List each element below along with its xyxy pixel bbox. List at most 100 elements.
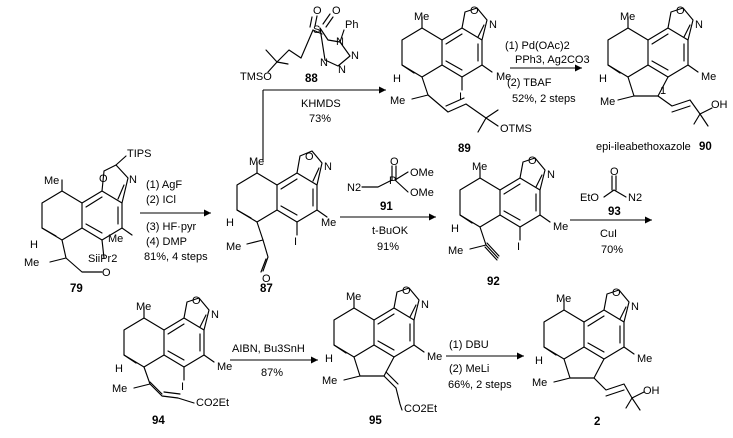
atom-s: S [313, 24, 320, 36]
reaction-arrow-2: KHMDS 73% [262, 86, 386, 160]
compound-id-94: 94 [152, 415, 165, 427]
compound-2: Me O N Me H Me OH 2 [532, 287, 660, 428]
atom-me-low: Me [112, 383, 127, 395]
r1-step-1: (1) AgF [146, 179, 182, 191]
atom-ome1: OMe [410, 167, 434, 179]
atom-me-ar: Me [701, 71, 716, 83]
atom-h: H [393, 73, 401, 85]
atom-i: I [294, 236, 297, 248]
atom-h: H [599, 73, 607, 85]
atom-n2: N2 [628, 192, 642, 204]
atom-me-ar: Me [496, 71, 511, 83]
atom-h: H [115, 363, 123, 375]
r4-yield: 91% [377, 241, 399, 253]
reaction-arrow-6: AIBN, Bu3SnH 87% [230, 343, 318, 379]
atom-ph: Ph [345, 19, 358, 31]
atom-n3: N [338, 64, 346, 76]
atom-i: I [459, 91, 462, 103]
atom-me-low: Me [390, 95, 405, 107]
r2-yield: 73% [309, 113, 331, 125]
r1-step-2: (2) ICl [146, 194, 176, 206]
compound-93: EtO O N2 93 [580, 166, 642, 218]
compound-id-95: 95 [369, 415, 382, 427]
atom-co2et: CO2Et [196, 397, 229, 409]
atom-me-ar: Me [217, 361, 232, 373]
r7-step-2: (2) MeLi [449, 363, 489, 375]
atom-oh: OH [711, 99, 728, 111]
r3-step-3: (2) TBAF [507, 77, 552, 89]
compound-79: TIPS Me O N Me H Me SiiPr2 O 79 [24, 148, 151, 295]
atom-p: P [389, 175, 396, 187]
atom-h: H [226, 217, 234, 229]
atom-o: O [528, 155, 537, 167]
compound-92: Me O N Me I H Me 92 [448, 155, 568, 288]
atom-me-top: Me [556, 293, 571, 305]
atom-h: H [325, 353, 333, 365]
atom-me-ar: Me [637, 353, 652, 365]
atom-n2: N2 [347, 182, 361, 194]
atom-n: N [324, 161, 332, 173]
atom-o2: O [332, 5, 341, 17]
r3-step-2: PPh3, Ag2CO3 [515, 54, 590, 66]
atom-ome2: OMe [410, 187, 434, 199]
atom-me-ar: Me [553, 221, 568, 233]
atom-me-low: Me [532, 377, 547, 389]
compound-id-88: 88 [305, 73, 318, 85]
atom-me-top: Me [620, 11, 635, 23]
r5-reagent: CuI [600, 228, 617, 240]
atom-i: I [181, 381, 184, 393]
r7-step-1: (1) DBU [449, 339, 489, 351]
atom-i: I [517, 241, 520, 253]
compound-95: Me O N Me H Me CO2Et 95 [322, 285, 442, 427]
compound-88: S O O Ph N N N N TMSO 88 [240, 5, 359, 85]
atom-h: H [30, 239, 38, 251]
atom-me-top: Me [346, 291, 361, 303]
compound-87: Me O N Me I H Me O 87 [226, 150, 336, 295]
r1-yield: 81%, 4 steps [144, 251, 208, 263]
compound-90: Me O N Me H Me 1 OH epi-ileabethoxazole … [596, 5, 728, 153]
atom-o-ald: O [262, 273, 271, 285]
reaction-arrow-1: (1) AgF (2) ICl (3) HF·pyr (4) DMP 81%, … [140, 179, 211, 263]
compound-id-90: 90 [699, 141, 712, 153]
atom-si: SiiPr2 [88, 253, 117, 265]
atom-co2et: CO2Et [404, 403, 437, 415]
atom-me-top: Me [136, 301, 151, 313]
atom-tips: TIPS [127, 148, 151, 160]
atom-o: O [470, 5, 479, 17]
reaction-arrow-5: CuI 70% [570, 216, 652, 256]
atom-n: N [489, 19, 497, 31]
compound-id-91: 91 [380, 201, 393, 213]
atom-me-low: Me [226, 241, 241, 253]
atom-otms: OTMS [500, 123, 532, 135]
reaction-arrow-4: t-BuOK 91% [340, 213, 436, 253]
atom-h: H [535, 355, 543, 367]
compound-94: Me O N Me I H Me CO2Et 94 [112, 295, 232, 427]
atom-me-low: Me [600, 96, 615, 108]
compound-id-93: 93 [608, 206, 621, 218]
atom-me-top: Me [414, 11, 429, 23]
atom-o: O [612, 287, 621, 299]
atom-tmso: TMSO [240, 71, 272, 83]
compound-id-2: 2 [594, 416, 600, 428]
atom-me-top: Me [44, 175, 59, 187]
atom-n4: N [320, 57, 328, 69]
atom-num-1: 1 [660, 85, 666, 97]
atom-me-ar: Me [427, 351, 442, 363]
compound-id-79: 79 [70, 283, 83, 295]
atom-me-low: Me [448, 245, 463, 257]
r4-reagent: t-BuOK [372, 225, 409, 237]
atom-o: O [390, 156, 399, 168]
atom-oh: OH [643, 385, 660, 397]
r6-reagent: AIBN, Bu3SnH [232, 343, 305, 355]
atom-eto: EtO [580, 192, 599, 204]
atom-o: O [610, 166, 619, 178]
r5-yield: 70% [601, 244, 623, 256]
atom-o: O [99, 173, 108, 185]
atom-n1: N [336, 36, 344, 48]
atom-o: O [305, 151, 314, 163]
atom-me-ar: Me [321, 217, 336, 229]
atom-n: N [547, 169, 555, 181]
compound-89: Me O N Me I H Me OTMS 89 [390, 5, 532, 155]
